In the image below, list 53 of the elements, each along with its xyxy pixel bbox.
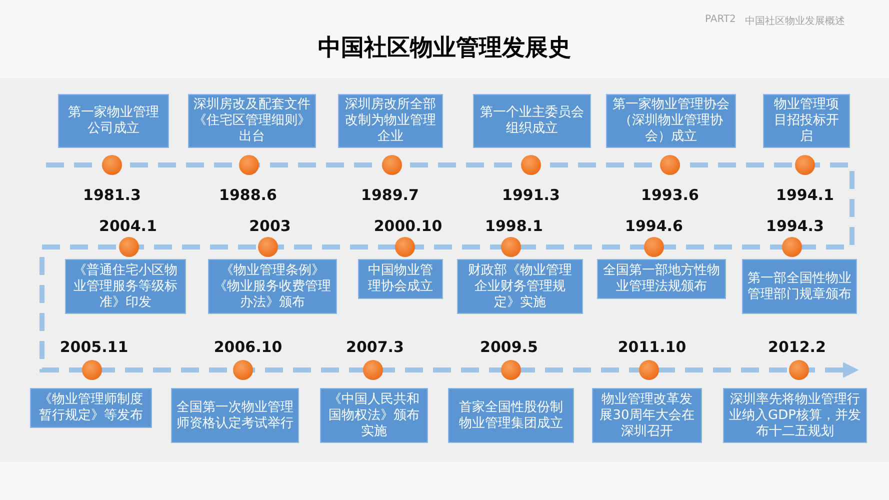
date-label: 2009.5 [480,338,538,356]
event-card [338,94,443,148]
header-label: 中国社区物业发展概述 [745,14,845,28]
date-label: 1989.7 [361,186,419,204]
event-description: 第一个业主委员会组织成立 [479,105,585,137]
event-card [763,94,850,148]
event-card [58,94,169,148]
date-label: 2007.3 [346,338,404,356]
date-label: 2003 [249,217,291,235]
event-card [171,388,299,443]
date-label: 1993.6 [641,186,699,204]
date-label: 2011.10 [618,338,686,356]
date-label: 2005.11 [60,338,128,356]
event-card [358,259,443,299]
event-description: 《普通住宅小区物业管理服务等级标准》印发 [72,262,178,310]
date-label: 1994.3 [766,217,824,235]
event-description: 全国第一部地方性物业管理法规颁布 [602,263,721,295]
event-description: 《中国人民共和国物权法》颁布实施 [328,392,420,440]
date-label: 1981.3 [83,186,141,204]
event-card [448,388,574,443]
event-card [606,94,736,148]
event-description: 深圳房改所全部改制为物业管理企业 [344,97,437,145]
date-label: 1991.3 [502,186,560,204]
event-card [742,259,857,314]
header-label: PART2 [705,14,736,25]
event-card [30,388,152,428]
event-description: 财政部《物业管理企业财务管理规定》实施 [467,262,573,310]
event-description: 中国物业管理协会成立 [367,263,434,295]
date-label: 2004.1 [99,217,157,235]
date-label: 2006.10 [214,338,282,356]
event-description: 《物业管理师制度暂行规定》等发布 [38,392,144,424]
event-description: 首家全国性股份制物业管理集团成立 [458,400,564,432]
date-label: 2012.2 [768,338,826,356]
event-description: 深圳率先将物业管理行业纳入GDP核算，并发布十二五规划 [728,392,862,440]
date-label: 1994.6 [625,217,683,235]
event-description: 物业管理项目招投标开启 [773,97,840,145]
event-card [457,259,583,314]
date-label: 1988.6 [219,186,277,204]
event-description: 物业管理改革发展30周年大会在深圳召开 [598,392,696,440]
event-description: 《物业管理条例》《物业服务收费管理办法》颁布 [213,262,332,310]
event-card [320,388,428,443]
event-description: 全国第一次物业管理师资格认定考试举行 [176,400,294,432]
event-card [592,388,702,443]
event-description: 第一家物业管理协会（深圳物业管理协会）成立 [612,97,730,145]
date-label: 1998.1 [485,217,543,235]
date-label: 2000.10 [374,217,442,235]
event-description: 深圳房改及配套文件《住宅区管理细则》出台 [193,97,311,145]
event-description: 第一部全国性物业管理部门规章颁布 [747,270,852,302]
event-description: 第一家物业管理公司成立 [67,105,160,137]
event-card [65,259,186,314]
page-title: 中国社区物业管理发展史 [318,34,571,63]
date-label: 1994.1 [776,186,834,204]
event-card [473,94,591,148]
